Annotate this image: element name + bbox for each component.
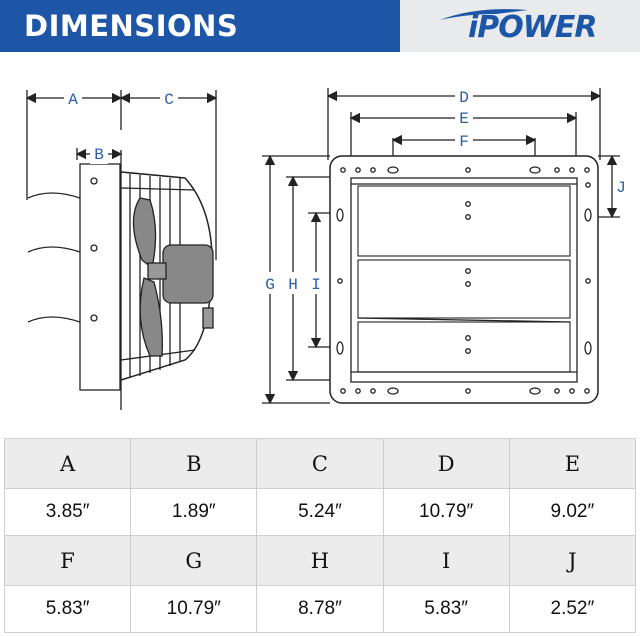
label-j: J xyxy=(616,179,626,197)
logo-band xyxy=(400,0,640,52)
label-g: G xyxy=(265,276,275,294)
side-view xyxy=(25,90,218,410)
value-cell: 10.79″ xyxy=(130,585,258,633)
letter-cell: B xyxy=(130,437,258,490)
label-f: F xyxy=(459,133,469,151)
label-a: A xyxy=(68,91,78,109)
brand-logo: iPOWER xyxy=(436,4,597,50)
label-b: B xyxy=(94,146,104,164)
letter-cell: F xyxy=(3,534,132,587)
letter-cell: H xyxy=(256,534,384,587)
title-band xyxy=(0,0,400,52)
letter-cell: D xyxy=(382,437,510,490)
dimension-drawing: A C B D E F G H I J xyxy=(25,86,626,410)
front-view xyxy=(262,88,620,405)
table-row: F G H I J xyxy=(3,534,637,587)
value-cell: 2.52″ xyxy=(508,585,637,633)
value-cell: 9.02″ xyxy=(508,488,637,536)
table-row: 3.85″ 1.89″ 5.24″ 10.79″ 9.02″ xyxy=(3,488,637,536)
letter-cell: I xyxy=(382,534,510,587)
letter-cell: A xyxy=(3,437,132,490)
label-h: H xyxy=(288,276,298,294)
value-cell: 5.24″ xyxy=(256,488,384,536)
logo-swoosh-icon xyxy=(440,9,528,20)
value-cell: 8.78″ xyxy=(256,585,384,633)
table-row: A B C D E xyxy=(3,437,637,490)
value-cell: 10.79″ xyxy=(382,488,510,536)
brand-name: iPOWER xyxy=(468,10,597,45)
letter-cell: E xyxy=(508,437,637,490)
table-row: 5.83″ 10.79″ 8.78″ 5.83″ 2.52″ xyxy=(3,585,637,633)
dimension-labels: A C B D E F G H I J xyxy=(64,86,626,294)
header-banner: DIMENSIONS iPOWER xyxy=(0,0,640,52)
value-cell: 5.83″ xyxy=(382,585,510,633)
value-cell: 3.85″ xyxy=(3,488,132,536)
value-cell: 5.83″ xyxy=(3,585,132,633)
letter-cell: J xyxy=(508,534,637,587)
label-d: D xyxy=(459,89,469,107)
label-e: E xyxy=(459,110,469,128)
label-i: I xyxy=(311,276,321,294)
letter-cell: C xyxy=(256,437,384,490)
label-c: C xyxy=(164,91,174,109)
value-cell: 1.89″ xyxy=(130,488,258,536)
page-title: DIMENSIONS xyxy=(24,9,239,43)
dimensions-table: A B C D E 3.85″ 1.89″ 5.24″ 10.79″ 9.02″… xyxy=(3,437,637,633)
letter-cell: G xyxy=(130,534,258,587)
